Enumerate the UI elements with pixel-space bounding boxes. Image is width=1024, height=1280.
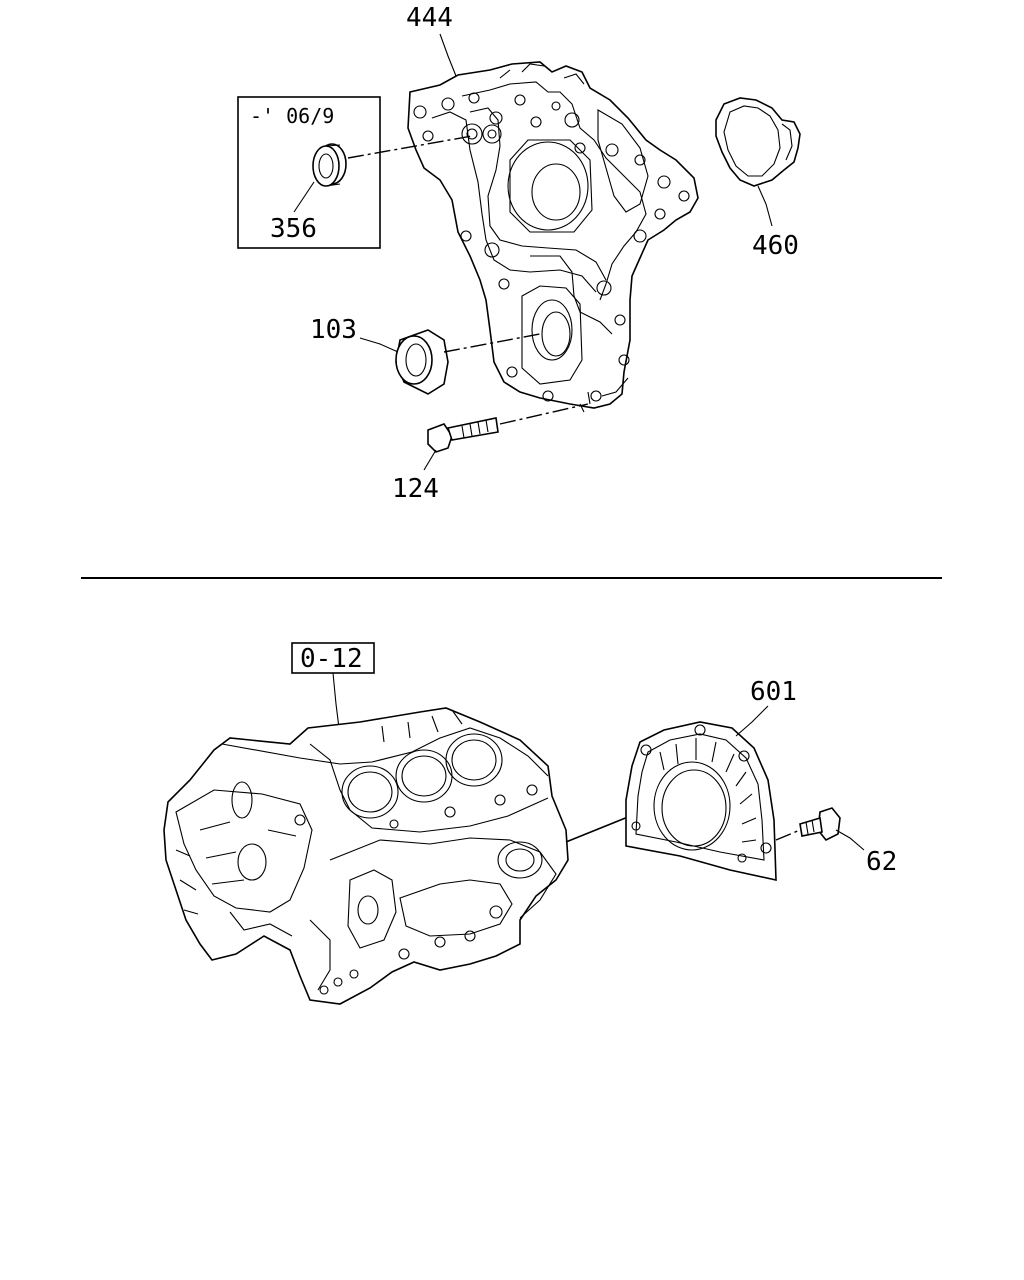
leader-62 [835, 829, 865, 851]
rear-seal-housing-drawing [625, 721, 777, 881]
engine-block-drawing [163, 707, 569, 1005]
assembly-line-62 [775, 829, 801, 841]
inset-note: -' 06/9 [250, 104, 334, 128]
bolt-rear-drawing [799, 807, 841, 842]
callout-356: 356 [270, 214, 317, 244]
inset-box: -' 06/9 356 [237, 96, 381, 249]
callout-103: 103 [310, 315, 357, 345]
engine-block-group: 0-12 [163, 642, 897, 1005]
front-seal-drawing [395, 329, 449, 395]
leader-103 [359, 337, 399, 353]
leader-601 [735, 705, 769, 737]
callout-601: 601 [750, 677, 797, 707]
callout-124: 124 [392, 474, 439, 504]
seal-small-drawing [312, 143, 347, 187]
leader-356 [293, 181, 315, 213]
assembly-line-124 [499, 403, 589, 425]
assembly-line-103 [443, 333, 541, 353]
assembly-line-356 [347, 135, 473, 159]
callout-444: 444 [406, 3, 453, 33]
bolt-front-drawing [427, 417, 499, 453]
leader-444 [439, 33, 457, 77]
callout-62: 62 [866, 847, 897, 877]
timing-cover-drawing [407, 61, 699, 413]
leader-460 [757, 185, 773, 227]
gasket-drawing [715, 97, 801, 187]
leader-124 [423, 449, 437, 471]
callout-460: 460 [752, 231, 799, 261]
reference-label: 0-12 [300, 644, 363, 674]
timing-cover-group: -' 06/9 356 444 460 [237, 3, 801, 504]
